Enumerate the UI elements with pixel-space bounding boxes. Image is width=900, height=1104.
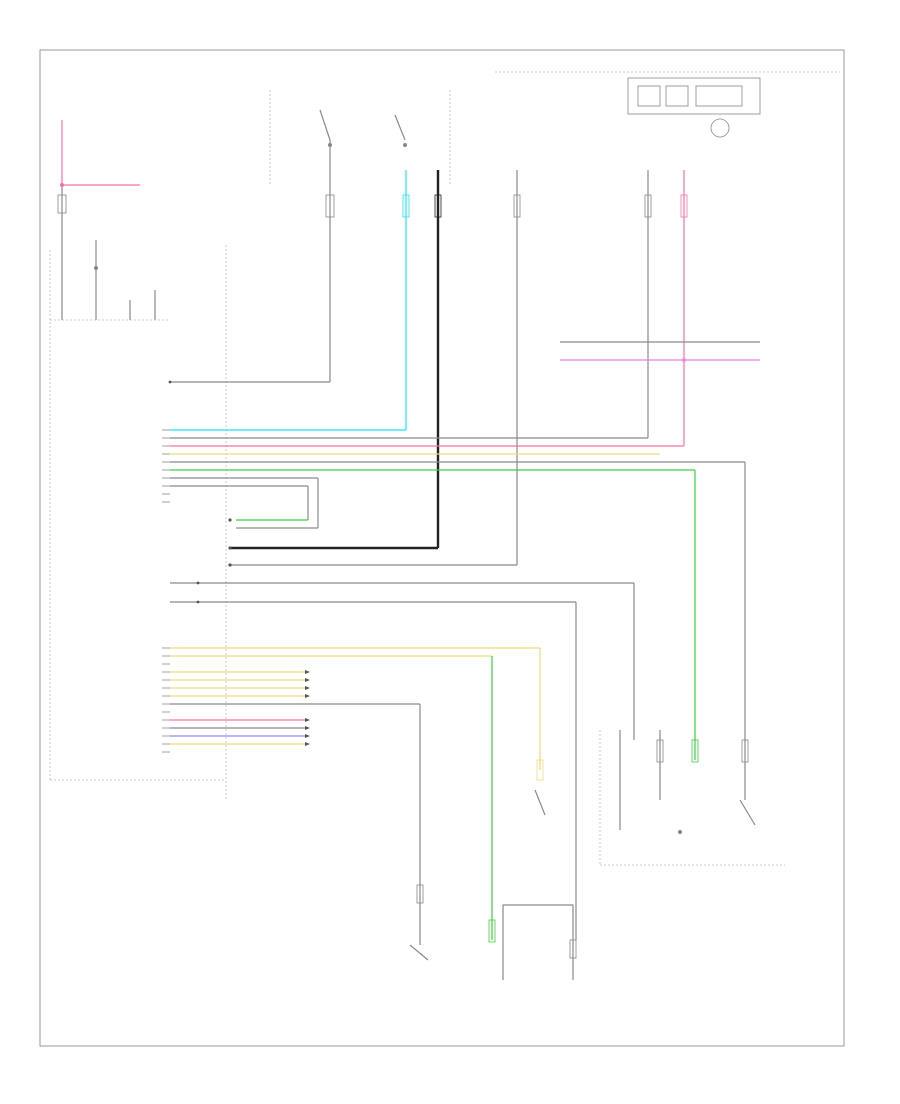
control-module-block (50, 245, 226, 800)
bottom-switches (410, 760, 576, 980)
instrument-cluster-block (495, 72, 840, 137)
lower-harness (170, 648, 540, 940)
upper-harness (170, 382, 745, 940)
junction-dots (169, 381, 232, 604)
data-link-lines (560, 342, 760, 362)
range-switch-block (600, 730, 785, 865)
ignition-switch-block (270, 90, 450, 185)
vertical-feeds (326, 170, 687, 565)
power-distribution-block (50, 120, 170, 320)
diagram-border (40, 50, 844, 1046)
